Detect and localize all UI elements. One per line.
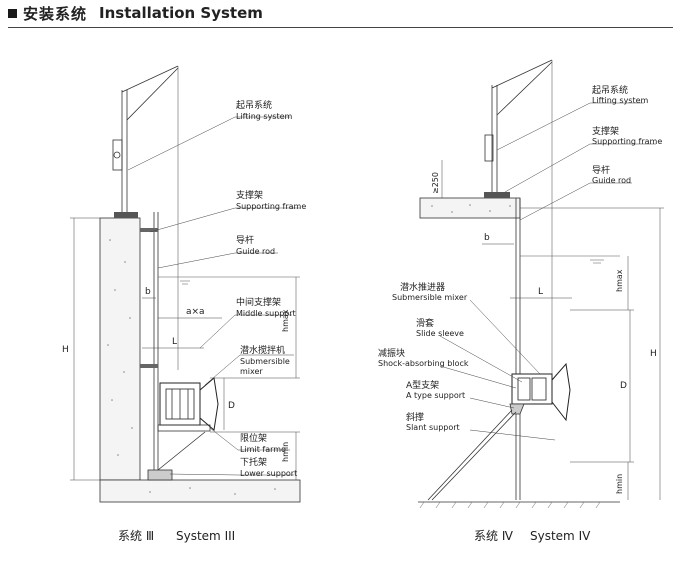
s3-lifting-label-cn: 起吊系统 xyxy=(236,99,272,111)
system4-winch xyxy=(484,134,494,162)
system3-crane-base xyxy=(114,212,138,218)
system3-caption-en: System III xyxy=(176,529,235,543)
s4-dim-D-label: D xyxy=(620,381,627,391)
s4-guide-label-cn: 导杆 xyxy=(592,164,610,176)
s3-limit-label-en: Limit farme xyxy=(240,445,286,454)
s4-pusher-label-cn: 潜水推进器 xyxy=(400,281,445,293)
system3-concrete-floor xyxy=(99,479,301,503)
s4-support-label-cn: 支撑架 xyxy=(592,125,619,137)
system3-upper-bracket xyxy=(140,228,158,232)
s3-lifting-label-en: Lifting system xyxy=(236,112,293,121)
s3-dim-hmin-label: hmin xyxy=(281,442,290,462)
s4-slant-label-en: Slant support xyxy=(406,423,460,432)
s3-support-label-cn: 支撑架 xyxy=(236,189,263,201)
s4-dim-L-label: L xyxy=(538,287,543,297)
system4-crane-base xyxy=(484,192,510,198)
s4-shock-label-cn: 减振块 xyxy=(378,347,405,359)
s4-guide-label-en: Guide rod xyxy=(592,176,631,185)
system4-propeller xyxy=(551,362,571,422)
s3-limit-label-cn: 限位架 xyxy=(240,432,267,444)
s4-dim-b-label: b xyxy=(484,233,490,243)
system3-diagram xyxy=(70,65,301,503)
s4-dim-clear-label: ≥250 xyxy=(431,172,440,194)
system3-crane-boom xyxy=(121,65,179,93)
system3-concrete-wall xyxy=(99,217,141,481)
system4-caption-en: System IV xyxy=(530,529,591,543)
s3-middle-label-cn: 中间支撑架 xyxy=(236,296,281,308)
s4-dim-hmax-label: hmax xyxy=(615,269,624,292)
system4-crane-boom xyxy=(491,59,553,89)
section-header: 安装系统 Installation System xyxy=(8,2,263,24)
system3-middle-bracket xyxy=(140,364,158,368)
title-chinese: 安装系统 xyxy=(23,4,88,23)
bullet-square-icon xyxy=(8,8,17,18)
s3-dim-D-label: D xyxy=(228,401,235,411)
system4-a-type-support xyxy=(509,403,525,415)
s3-lower-label-cn: 下托架 xyxy=(240,456,267,468)
system4-slide-sleeve xyxy=(517,377,531,401)
s4-lifting-label-en: Lifting system xyxy=(592,96,649,105)
s3-guide-label-en: Guide rod xyxy=(236,247,275,256)
s4-lifting-label-cn: 起吊系统 xyxy=(592,84,628,96)
header-divider xyxy=(8,27,673,28)
system3-propeller xyxy=(199,377,219,431)
system3-caption-cn: 系统 Ⅲ xyxy=(118,529,154,543)
s3-mixer-label-en2: mixer xyxy=(240,367,263,376)
system4-caption-cn: 系统 Ⅳ xyxy=(474,529,513,543)
system4-concrete-slab xyxy=(419,197,521,219)
s3-mixer-label-cn: 潜水搅拌机 xyxy=(240,344,285,356)
s4-pusher-label-en: Submersible mixer xyxy=(392,293,468,302)
system4-slant-support xyxy=(427,409,513,501)
s3-mixer-label-en1: Submersible xyxy=(240,357,290,366)
s4-sleeve-label-cn: 滑套 xyxy=(416,317,434,329)
system3-concrete-texture xyxy=(107,239,276,495)
s3-dim-H-label: H xyxy=(62,345,69,355)
system3-limit-frame xyxy=(157,424,211,432)
title-english: Installation System xyxy=(99,4,263,22)
s3-lower-label-en: Lower support xyxy=(240,469,297,478)
s4-atype-label-cn: A型支架 xyxy=(406,379,439,391)
s3-dim-hmax-label: hmax xyxy=(281,309,290,332)
system4-diagram xyxy=(418,59,664,509)
s4-atype-label-en: A type support xyxy=(406,391,465,400)
s3-dim-axa-label: a×a xyxy=(186,307,205,317)
s4-shock-label-en: Shock-absorbing block xyxy=(378,359,469,368)
s3-dim-L-label: L xyxy=(172,337,177,347)
s4-support-label-en: Supporting frame xyxy=(592,137,662,146)
system3-winch xyxy=(112,139,123,171)
system3-lower-support xyxy=(147,469,173,481)
s3-support-label-en: Supporting frame xyxy=(236,202,306,211)
s4-dim-H-label: H xyxy=(650,349,657,359)
s4-sleeve-label-en: Slide sleeve xyxy=(416,329,464,338)
s3-guide-label-cn: 导杆 xyxy=(236,234,254,246)
s4-dim-hmin-label: hmin xyxy=(615,474,624,494)
s3-middle-label-en: Middle support xyxy=(236,309,296,318)
s3-dim-b-label: b xyxy=(145,287,151,297)
s4-slant-label-cn: 斜撑 xyxy=(406,411,424,423)
